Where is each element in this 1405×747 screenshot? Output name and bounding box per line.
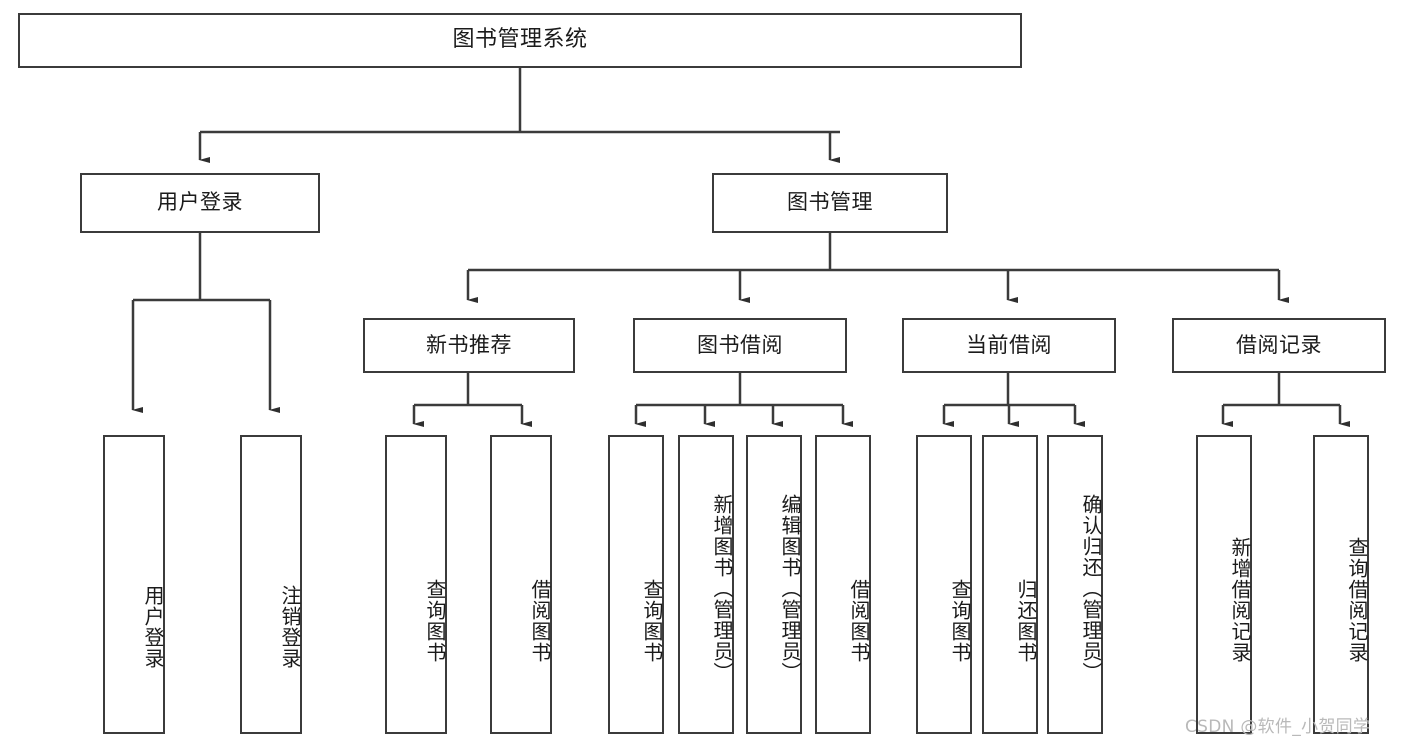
node-label: 查询借阅记录: [1345, 536, 1369, 663]
node-book-management[interactable]: 图书管理: [712, 173, 948, 233]
leaf-borrow-borrow-book[interactable]: 借阅图书: [815, 435, 871, 734]
leaf-record-add-borrow-record[interactable]: 新增借阅记录: [1196, 435, 1252, 734]
node-label: 新增图书（管理员）: [710, 494, 734, 683]
leaf-recommend-borrow-book[interactable]: 借阅图书: [490, 435, 552, 734]
node-label: 归还图书: [1014, 578, 1038, 663]
node-label: 查询图书: [640, 578, 664, 663]
node-label: 确认归还（管理员）: [1079, 494, 1103, 683]
leaf-current-return-book[interactable]: 归还图书: [982, 435, 1038, 734]
node-book-borrow[interactable]: 图书借阅: [633, 318, 847, 373]
node-user-login[interactable]: 用户登录: [80, 173, 320, 233]
node-label: 查询图书: [948, 578, 972, 663]
node-label: 图书借阅: [697, 332, 783, 357]
node-label: 新增借阅记录: [1228, 536, 1252, 663]
node-label: 借阅图书: [847, 578, 871, 663]
leaf-current-confirm-return-admin[interactable]: 确认归还（管理员）: [1047, 435, 1103, 734]
node-label: 图书管理系统: [452, 27, 588, 53]
node-label: 借阅图书: [528, 578, 552, 663]
leaf-borrow-query-book[interactable]: 查询图书: [608, 435, 664, 734]
leaf-user-login-logout[interactable]: 注销登录: [240, 435, 302, 734]
leaf-recommend-query-book[interactable]: 查询图书: [385, 435, 447, 734]
leaf-borrow-add-book-admin[interactable]: 新增图书（管理员）: [678, 435, 734, 734]
node-root-library-system[interactable]: 图书管理系统: [18, 13, 1022, 68]
node-label: 当前借阅: [966, 332, 1052, 357]
node-label: 图书管理: [787, 190, 873, 215]
node-label: 编辑图书（管理员）: [778, 494, 802, 683]
leaf-current-query-book[interactable]: 查询图书: [916, 435, 972, 734]
node-label: 用户登录: [141, 585, 165, 669]
node-label: 用户登录: [157, 190, 243, 215]
csdn-watermark: CSDN @软件_小贺同学: [1185, 717, 1371, 737]
node-current-borrow[interactable]: 当前借阅: [902, 318, 1116, 373]
leaf-record-query-borrow-record[interactable]: 查询借阅记录: [1313, 435, 1369, 734]
node-new-book-recommend[interactable]: 新书推荐: [363, 318, 575, 373]
node-borrow-record[interactable]: 借阅记录: [1172, 318, 1386, 373]
leaf-borrow-edit-book-admin[interactable]: 编辑图书（管理员）: [746, 435, 802, 734]
leaf-user-login-login[interactable]: 用户登录: [103, 435, 165, 734]
node-label: 查询图书: [423, 578, 447, 663]
node-label: 注销登录: [278, 585, 302, 669]
node-label: 新书推荐: [426, 332, 512, 357]
node-label: 借阅记录: [1236, 332, 1322, 357]
